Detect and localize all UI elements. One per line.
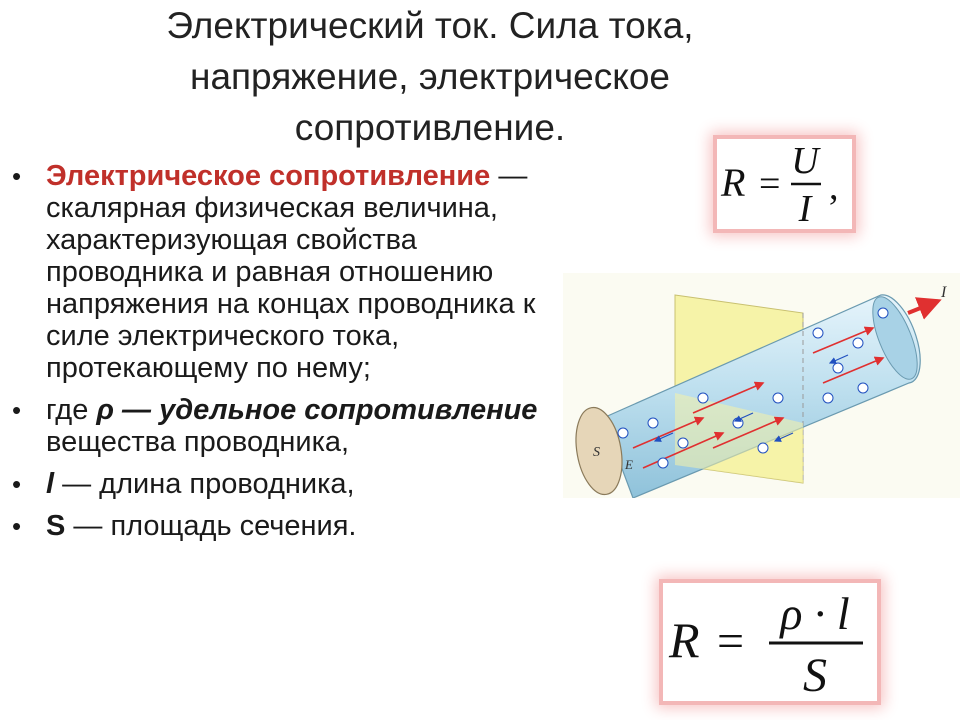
field-label: E xyxy=(624,457,633,472)
definition-text: — скалярная физическая величина, характе… xyxy=(46,160,536,384)
bullet-length: • l — длина проводника, xyxy=(12,468,567,500)
conductor-diagram-svg: S E I xyxy=(563,273,960,499)
formula-ohm: R = U I , xyxy=(717,139,852,230)
symbol-rho: ρ xyxy=(96,394,114,426)
formula-resistivity-svg: R = ρ · l S xyxy=(668,588,863,702)
title-line-1: Электрический ток. Сила тока, xyxy=(166,5,694,46)
current-arrows xyxy=(632,326,885,469)
symbol-l: l xyxy=(46,468,55,500)
formula-ohm-numerator: U xyxy=(791,140,821,182)
formula-ohm-denominator: I xyxy=(798,188,814,229)
bullet-area: • S — площадь сечения. xyxy=(12,510,567,542)
slide-title: Электрический ток. Сила тока, напряжение… xyxy=(60,0,800,153)
formula-res-eq: = xyxy=(717,615,744,668)
plane-front xyxy=(675,393,803,483)
bullet-resistivity: • где ρ — удельное сопротивление веществ… xyxy=(12,394,567,458)
formula-ohm-lhs: R xyxy=(720,160,745,205)
term-resistivity: — удельное сопротивление xyxy=(113,394,538,426)
section-label: S xyxy=(593,445,600,460)
title-line-3: сопротивление. xyxy=(294,107,566,148)
current-label: I xyxy=(940,284,947,301)
formula-res-lhs: R xyxy=(668,612,700,668)
bullet-dot-icon: • xyxy=(12,469,22,499)
electron-drift-arrows xyxy=(653,354,849,442)
formula-ohm-eq: = xyxy=(759,163,780,205)
definition-list: • Электрическое сопротивление — скалярна… xyxy=(12,160,567,552)
bullet-dot-icon: • xyxy=(12,161,22,191)
symbol-s: S xyxy=(46,510,66,542)
section-face xyxy=(575,406,623,496)
formula-ohm-svg: R = U I , xyxy=(720,140,839,230)
formula-ohm-trail: , xyxy=(829,166,839,208)
bullet-dot-icon: • xyxy=(12,395,22,425)
area-text: — площадь сечения. xyxy=(65,510,357,542)
conductor-diagram: S E I xyxy=(563,273,960,499)
title-line-2: напряжение, электрическое xyxy=(190,56,670,97)
resistivity-text: вещества проводника, xyxy=(46,426,350,458)
formula-res-denominator: S xyxy=(803,649,827,701)
formula-resistivity: R = ρ · l S xyxy=(663,583,877,702)
prefix-text: где xyxy=(46,394,97,426)
bullet-dot-icon: • xyxy=(12,511,22,541)
bullet-resistance-definition: • Электрическое сопротивление — скалярна… xyxy=(12,160,567,384)
length-text: — длина проводника, xyxy=(54,468,355,500)
formula-res-numerator: ρ · l xyxy=(778,588,849,639)
term-resistance: Электрическое сопротивление xyxy=(46,160,491,192)
current-direction-arrow xyxy=(907,297,942,320)
